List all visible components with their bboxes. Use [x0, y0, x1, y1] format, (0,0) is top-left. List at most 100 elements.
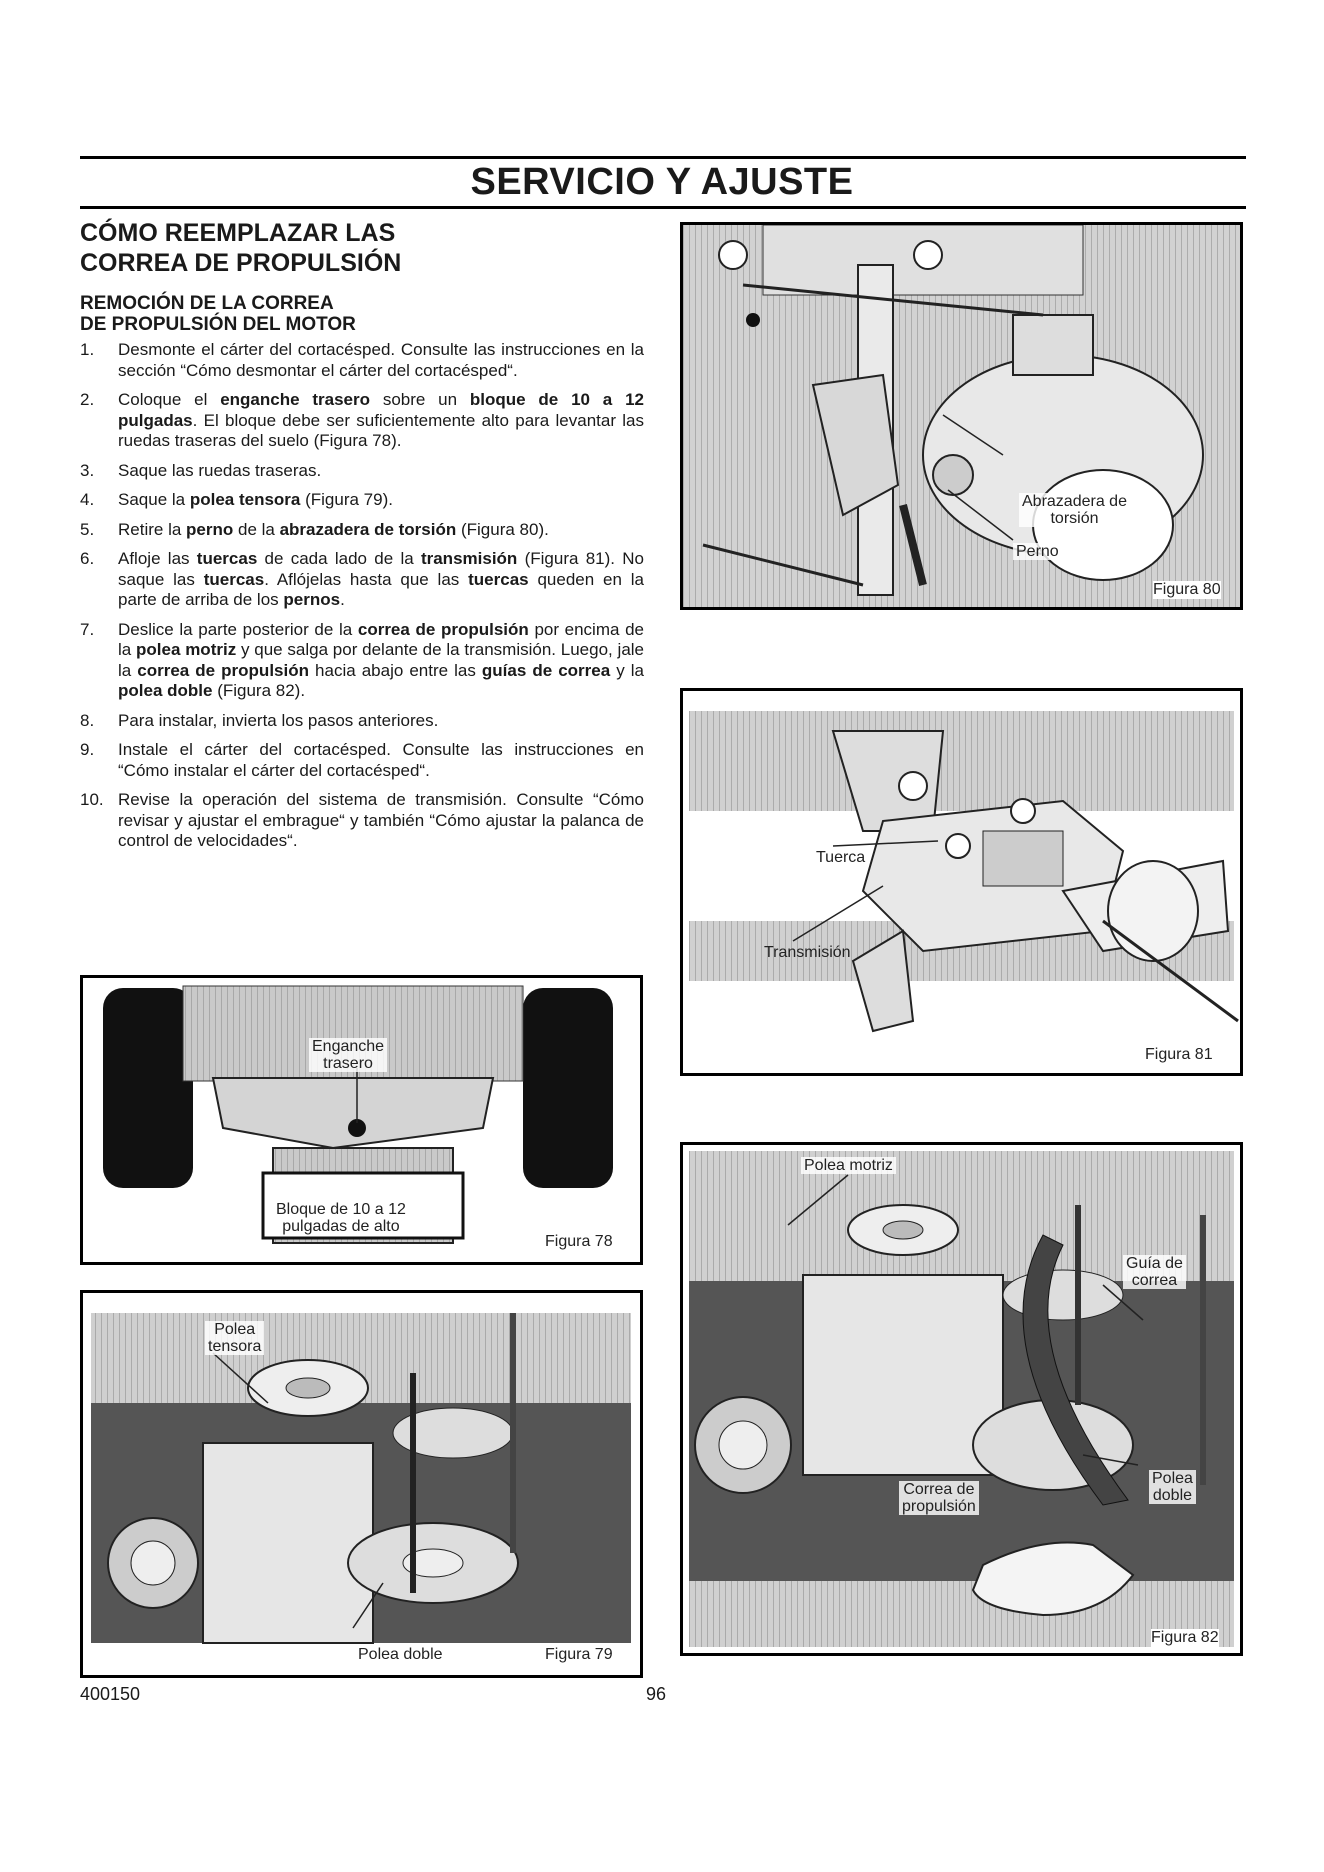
step-number: 6. — [80, 549, 95, 568]
label-double-line-1: Polea — [1152, 1470, 1193, 1487]
subheading: REMOCIÓN DE LA CORREA DE PROPULSIÓN DEL … — [80, 293, 356, 335]
figure-81: Tuerca Transmisión Figura 81 — [680, 688, 1243, 1076]
label-rear-hitch-line-1: Enganche — [312, 1038, 385, 1055]
step-number: 5. — [80, 519, 95, 539]
label-torsion-bracket: Abrazadera de torsión — [1019, 493, 1130, 527]
step-text: Afloje las — [118, 549, 197, 568]
step-item: 5. Retire la perno de la abrazadera de to… — [80, 520, 644, 541]
step-number: 4. — [80, 490, 95, 509]
label-guide-line-2: correa — [1131, 1272, 1178, 1289]
section-heading: CÓMO REEMPLAZAR LAS CORREA DE PROPULSIÓN — [80, 218, 401, 278]
step-bold-term: transmisión — [420, 549, 518, 568]
label-idler-line-1: Polea — [214, 1321, 256, 1338]
idler-pulley-illustration — [91, 1313, 631, 1644]
label-guide-line-1: Guía de — [1126, 1255, 1183, 1272]
step-item: 1. Desmonte el cárter del cortacésped. Co… — [80, 340, 644, 381]
step-text: (Figura 81). No saque las — [118, 549, 644, 589]
step-bold-term: guías de correa — [481, 660, 611, 680]
label-rear-hitch-line-2: trasero — [323, 1055, 373, 1072]
step-bold-term: abrazadera de torsión — [279, 519, 457, 539]
step-text: Desmonte el cárter del cortacésped. Cons… — [118, 340, 644, 380]
step-bold-term: polea motriz — [136, 640, 237, 659]
step-number: 9. — [80, 740, 95, 759]
label-belt-guide: Guía de correa — [1123, 1255, 1186, 1289]
step-number: 1. — [80, 340, 95, 359]
step-text: (Figura 82). — [212, 681, 306, 700]
figure-80-caption: Figura 80 — [1153, 581, 1221, 599]
label-rear-hitch: Enganche trasero — [309, 1038, 388, 1072]
step-item: 2.Coloque el enganche trasero sobre un b… — [80, 390, 644, 452]
figure-79-caption: Figura 79 — [545, 1646, 613, 1663]
step-item: 7. Deslice la parte posterior de la corre… — [80, 620, 644, 702]
figure-82-caption: Figura 82 — [1151, 1629, 1219, 1647]
step-item: 4. Saque la polea tensora (Figura 79). — [80, 490, 644, 511]
label-idler-line-2: tensora — [208, 1338, 262, 1355]
step-text: y la — [610, 660, 644, 680]
label-double-pulley: Polea doble — [358, 1646, 443, 1663]
step-text: Revise la operación del sistema de trans… — [118, 790, 644, 850]
label-nut: Tuerca — [816, 849, 866, 866]
step-bold-term: tuercas — [468, 569, 529, 589]
step-text: Saque la — [118, 490, 190, 509]
figure-80: Abrazadera de torsión Perno Figura 80 — [680, 222, 1243, 610]
step-text: Retire la — [118, 519, 187, 539]
step-text: Deslice la parte posterior de la — [118, 619, 358, 639]
step-text: queden en la parte de arriba de los — [118, 569, 645, 610]
figure-81-caption: Figura 81 — [1145, 1046, 1213, 1063]
title-underline — [80, 206, 1246, 209]
step-text: (Figura 79). — [300, 490, 393, 509]
figure-78: Enganche trasero Bloque de 10 a 12 pulga… — [80, 975, 643, 1265]
step-text: sobre un — [370, 390, 470, 409]
step-number: 7. — [80, 619, 95, 639]
footer-page-number: 96 — [646, 1684, 667, 1704]
top-rule — [80, 156, 1246, 159]
step-item: 8. Para instalar, invierta los pasos ante… — [80, 711, 644, 732]
page-title: SERVICIO Y AJUSTE — [470, 161, 854, 203]
label-block-line-1: Bloque de 10 a 12 — [276, 1201, 406, 1218]
step-text: (Figura 80). — [456, 519, 549, 539]
label-bolt: Perno — [1013, 543, 1062, 560]
step-bold-term: correa de propulsión — [357, 619, 529, 639]
step-text: y que salga por delante de la transmisió… — [118, 640, 645, 680]
steps-list: 1. Desmonte el cárter del cortacésped. Co… — [80, 340, 644, 861]
step-number: 3. — [80, 460, 95, 480]
step-bold-term: correa de propulsión — [137, 660, 309, 680]
step-item: 6.Afloje las tuercas de cada lado de la … — [80, 549, 644, 611]
subheading-line-2: DE PROPULSIÓN DEL MOTOR — [80, 314, 356, 335]
label-drive-belt: Correa de propulsión — [899, 1481, 979, 1515]
step-number: 10. — [80, 790, 104, 809]
step-number: 2. — [80, 390, 95, 409]
label-block: Bloque de 10 a 12 pulgadas de alto — [273, 1201, 409, 1235]
step-bold-term: polea doble — [118, 681, 213, 700]
step-item: 10. Revise la operación del sistema de tr… — [80, 790, 644, 852]
label-idler-pulley: Polea tensora — [205, 1321, 265, 1355]
step-text: Instale el cárter del cortacésped. Consu… — [118, 740, 644, 780]
step-text: hacia abajo entre las — [309, 660, 482, 680]
transmission-nut-illustration — [689, 711, 1239, 1033]
step-text: de cada lado de la — [257, 549, 421, 568]
step-bold-term: pernos — [283, 590, 341, 609]
subheading-line-1: REMOCIÓN DE LA CORREA — [80, 293, 334, 314]
step-text: por encima de la — [118, 619, 645, 660]
label-double-line-2: doble — [1152, 1487, 1193, 1504]
step-text: Coloque el — [118, 390, 221, 409]
label-belt-line-2: propulsión — [902, 1498, 976, 1515]
drive-belt-illustration — [689, 1151, 1234, 1647]
step-text: . El bloque debe ser suficientemente alt… — [118, 410, 644, 451]
label-drive-pulley: Polea motriz — [801, 1157, 896, 1174]
footer-doc-number: 400150 — [80, 1684, 141, 1704]
step-bold-term: perno — [186, 519, 234, 539]
step-item: 9. Instale el cárter del cortacésped. Con… — [80, 740, 644, 781]
figure-82: Polea motriz Guía de correa Correa de pr… — [680, 1142, 1243, 1656]
step-bold-term: polea tensora — [189, 490, 301, 509]
step-bold-term: tuercas — [203, 569, 265, 589]
step-text: . Aflójelas hasta que las — [264, 569, 469, 589]
step-text: Para instalar, invierta los pasos anteri… — [118, 710, 439, 730]
step-text: Saque las ruedas traseras. — [118, 460, 322, 480]
figure-78-caption: Figura 78 — [545, 1233, 613, 1250]
torsion-bracket-illustration — [683, 225, 1240, 607]
step-bold-term: tuercas — [196, 549, 258, 568]
step-bold-term: enganche trasero — [220, 390, 370, 409]
step-number: 8. — [80, 710, 95, 730]
step-text: de la — [233, 519, 280, 539]
